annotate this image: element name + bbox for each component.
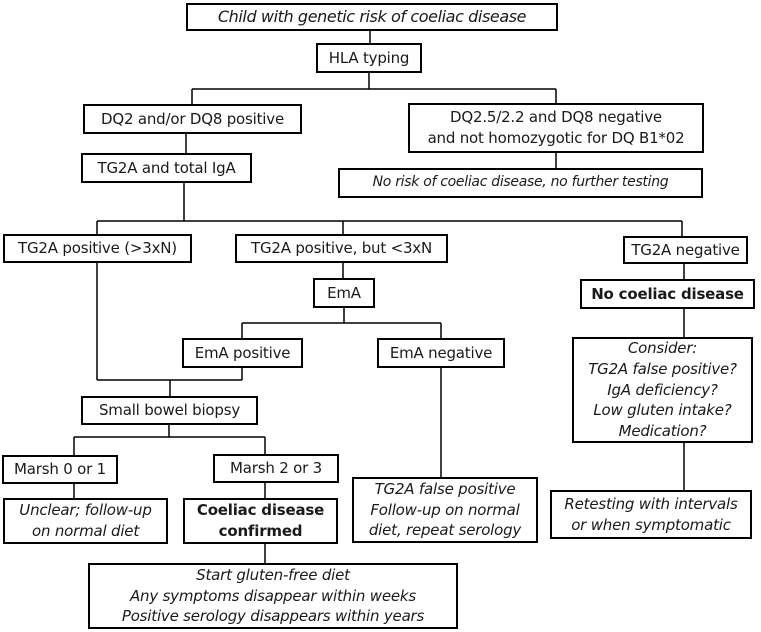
node-unclear-follow-up: Unclear; follow-up on normal diet [3,498,168,544]
node-tg2a-negative: TG2A negative [623,236,748,264]
node-small-bowel-biopsy: Small bowel biopsy [81,396,258,425]
node-no-risk: No risk of coeliac disease, no further t… [338,168,703,198]
node-hla-typing: HLA typing [316,43,422,73]
node-dq-negative: DQ2.5/2.2 and DQ8 negative and not homoz… [408,103,704,153]
node-tg2a-positive-low: TG2A positive, but <3xN [235,234,448,263]
node-coeliac-confirmed: Coeliac disease confirmed [183,498,338,544]
node-tg2a-false-positive: TG2A false positive Follow-up on normal … [352,477,538,543]
node-marsh-0-1: Marsh 0 or 1 [2,455,118,484]
node-retesting: Retesting with intervals or when symptom… [550,490,752,539]
node-tg2a-and-iga: TG2A and total IgA [81,153,252,183]
node-dq-positive: DQ2 and/or DQ8 positive [83,104,302,134]
node-marsh-2-3: Marsh 2 or 3 [213,454,339,483]
node-gluten-free-diet: Start gluten-free diet Any symptoms disa… [88,563,458,629]
node-ema: EmA [313,278,375,308]
node-ema-negative: EmA negative [377,338,505,368]
node-tg2a-positive-high: TG2A positive (>3xN) [3,234,192,263]
node-child-genetic-risk: Child with genetic risk of coeliac disea… [186,3,558,31]
node-ema-positive: EmA positive [182,338,303,368]
node-no-coeliac-disease: No coeliac disease [580,279,755,309]
node-consider-causes: Consider: TG2A false positive? IgA defic… [572,337,753,443]
